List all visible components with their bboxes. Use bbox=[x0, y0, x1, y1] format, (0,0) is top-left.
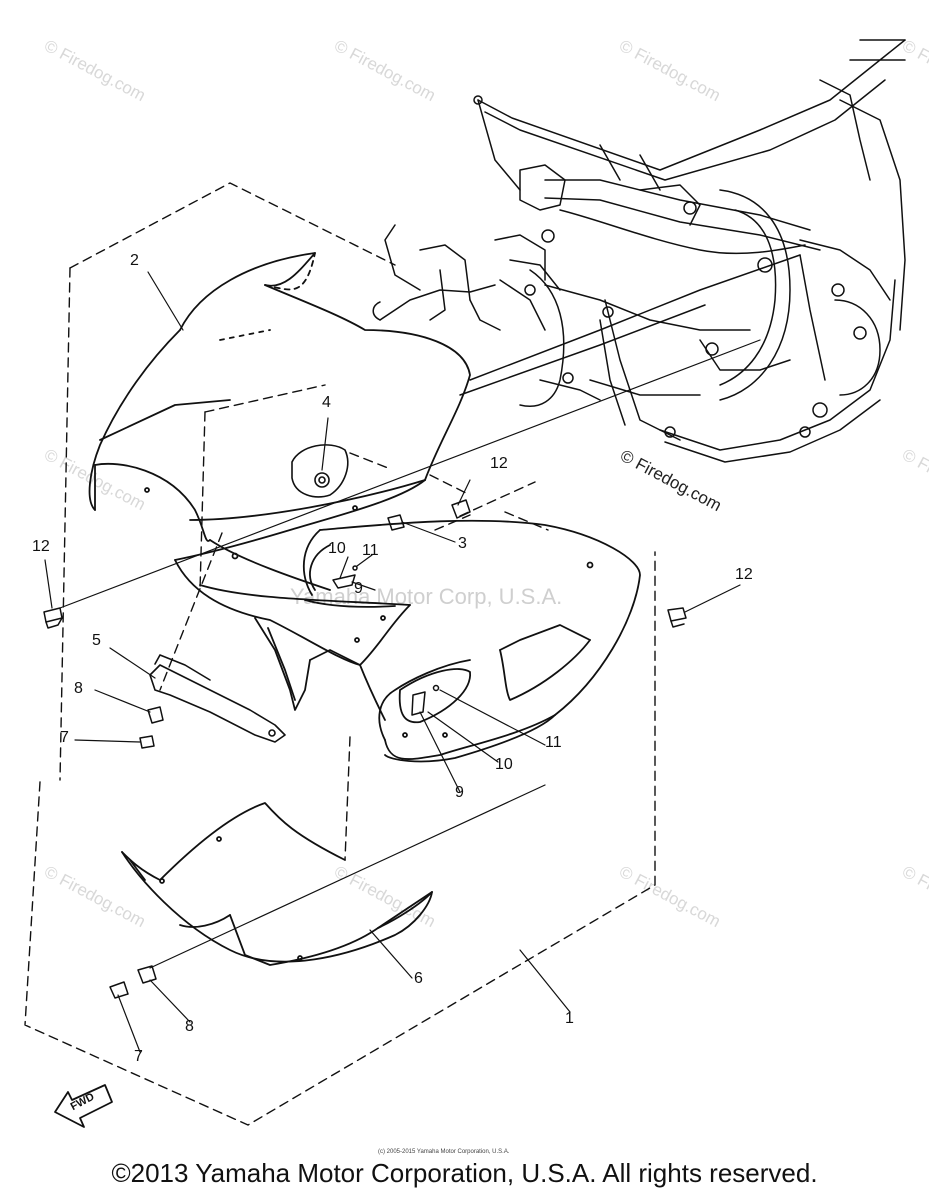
callout-8: 8 bbox=[185, 1018, 194, 1035]
callout-6: 6 bbox=[414, 970, 423, 987]
side-fairing bbox=[302, 519, 641, 763]
callout-11: 11 bbox=[362, 542, 379, 559]
bracket-part-5 bbox=[149, 654, 286, 743]
callout-leaders bbox=[44, 271, 741, 1053]
fasteners bbox=[43, 499, 687, 999]
callout-12: 12 bbox=[32, 538, 50, 555]
callout-11: 11 bbox=[545, 734, 562, 751]
callout-4: 4 bbox=[322, 394, 331, 411]
under-cowl-part-6 bbox=[121, 802, 433, 966]
callout-9: 9 bbox=[455, 784, 464, 801]
upper-cowl bbox=[88, 252, 471, 721]
assembly-boundary bbox=[24, 182, 656, 1126]
footer-copyright: ©2013 Yamaha Motor Corporation, U.S.A. A… bbox=[111, 1158, 818, 1188]
callout-2: 2 bbox=[130, 252, 139, 269]
callout-10: 10 bbox=[328, 540, 346, 557]
callout-3: 3 bbox=[458, 535, 467, 552]
callout-1: 1 bbox=[565, 1010, 574, 1027]
callout-8: 8 bbox=[74, 680, 83, 697]
callout-9: 9 bbox=[354, 580, 363, 597]
callout-10: 10 bbox=[495, 756, 513, 773]
callout-12: 12 bbox=[735, 566, 753, 583]
callout-12: 12 bbox=[490, 455, 508, 472]
motorcycle-frame bbox=[372, 39, 906, 463]
fwd-arrow bbox=[54, 1084, 113, 1128]
callout-5: 5 bbox=[92, 632, 101, 649]
callout-7: 7 bbox=[60, 729, 69, 746]
grommet-part-4 bbox=[291, 444, 349, 498]
callout-7: 7 bbox=[134, 1048, 143, 1065]
small-copyright: (c) 2005-2015 Yamaha Motor Corporation, … bbox=[378, 1149, 510, 1155]
